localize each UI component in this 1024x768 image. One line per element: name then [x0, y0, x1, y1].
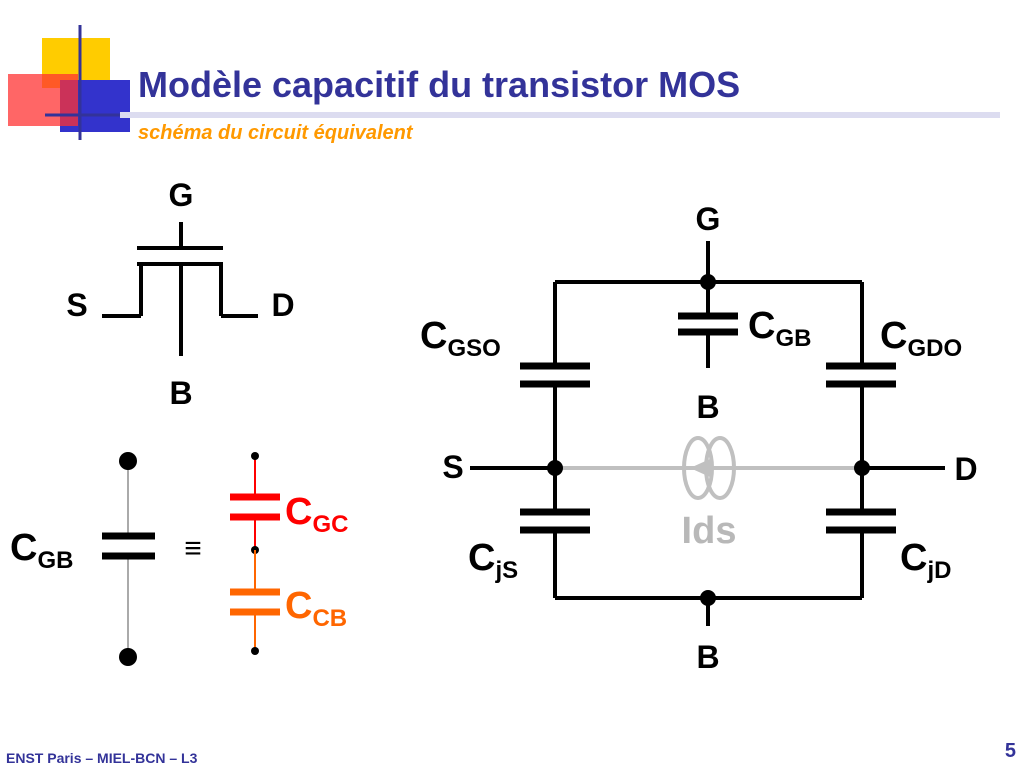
footer-text: ENST Paris – MIEL-BCN – L3	[6, 750, 198, 766]
slide-title: Modèle capacitif du transistor MOS	[138, 64, 741, 105]
eq-label-bulk-bottom: B	[696, 639, 719, 675]
circuit-nodes	[547, 274, 870, 606]
cjs-label: CjS	[468, 537, 518, 584]
cgb-capacitor	[102, 452, 155, 666]
ccb-capacitor	[230, 550, 280, 655]
mos-label-gate: G	[169, 177, 194, 213]
slide-subtitle: schéma du circuit équivalent	[138, 122, 413, 144]
mos-label-bulk: B	[169, 375, 192, 411]
capacitor-plates	[520, 312, 896, 534]
eq-label-source: S	[442, 449, 463, 485]
cgb-label: CGB	[10, 527, 73, 574]
equivalent-circuit-wires	[470, 241, 945, 626]
eq-label-bulk-mid: B	[696, 389, 719, 425]
cgc-capacitor	[230, 452, 280, 554]
cgso-label: CGSO	[420, 315, 501, 362]
cgdo-label: CGDO	[880, 315, 962, 362]
page-number: 5	[1004, 740, 1016, 762]
eq-label-drain: D	[954, 451, 977, 487]
ccb-label: CCB	[285, 585, 347, 632]
ids-label: Ids	[682, 510, 737, 552]
mos-transistor-symbol	[102, 222, 258, 356]
cgc-label: CGC	[285, 491, 348, 538]
cjd-label: CjD	[900, 537, 951, 584]
eq-label-gate: G	[696, 201, 721, 237]
slide-logo-blocks	[8, 25, 130, 140]
mos-label-source: S	[66, 287, 87, 323]
cgb-eq-label: CGB	[748, 305, 811, 352]
mos-label-drain: D	[271, 287, 294, 323]
title-underline	[120, 112, 1000, 118]
equivalence-symbol: ≡	[184, 532, 202, 565]
ids-current-source	[555, 436, 862, 500]
